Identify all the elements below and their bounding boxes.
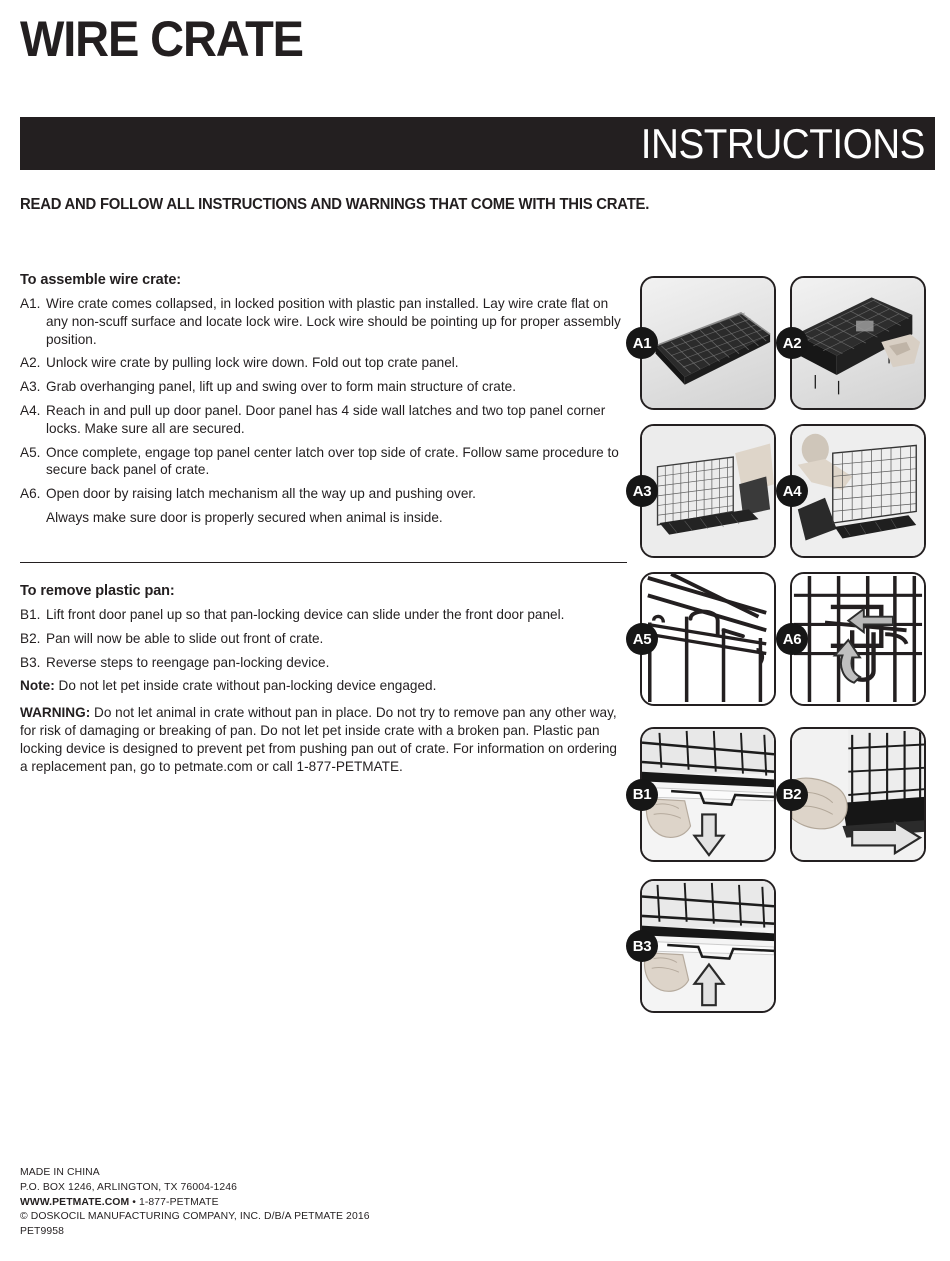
figure-badge: B2 xyxy=(776,778,808,811)
step-label: B2. xyxy=(20,630,41,646)
figure-a5: A5 xyxy=(626,572,776,706)
pan-step: B3. Reverse steps to reengage pan-lockin… xyxy=(20,654,620,672)
figure-badge: B3 xyxy=(626,930,658,962)
door-panel-illustration xyxy=(792,426,924,556)
unlock-crate-illustration xyxy=(795,297,921,395)
step-label: A4. xyxy=(20,402,41,418)
step-text: Open door by raising latch mechanism all… xyxy=(46,486,476,502)
figure-a3-image xyxy=(642,426,774,556)
figure-badge: A5 xyxy=(626,623,658,655)
figure-a4-image xyxy=(792,426,924,556)
instructions-banner: INSTRUCTIONS xyxy=(20,117,935,170)
step-label: B1. xyxy=(20,607,41,622)
figure-a1: A1 xyxy=(626,276,776,410)
step-text: Reach in and pull up door panel. Door pa… xyxy=(46,402,606,436)
section-divider xyxy=(20,562,627,563)
pan-removal-heading: To remove plastic pan: xyxy=(20,583,175,599)
footer: MADE IN CHINA P.O. BOX 1246, ARLINGTON, … xyxy=(20,1166,370,1240)
top-latch-lineart xyxy=(642,574,774,704)
assembly-closing-note: Always make sure door is properly secure… xyxy=(46,509,443,525)
figure-badge: A1 xyxy=(626,327,658,359)
pan-note: Note: Do not let pet inside crate withou… xyxy=(20,677,620,695)
pan-slide-out-illustration xyxy=(792,729,924,860)
figure-a4: A4 xyxy=(776,424,926,558)
step-label: B3. xyxy=(20,654,41,670)
figure-badge: A2 xyxy=(776,327,808,359)
figure-b2-image xyxy=(792,729,924,860)
assembly-step: A6. Open door by raising latch mechanism… xyxy=(20,485,628,503)
figure-b3-image xyxy=(642,881,774,1011)
pan-removal-section: To remove plastic pan: B1. Lift front do… xyxy=(20,583,620,777)
pan-warning-label: WARNING: xyxy=(20,705,91,721)
footer-separator: • xyxy=(129,1196,139,1208)
footer-made-in: MADE IN CHINA xyxy=(20,1167,100,1178)
assembly-step: A2. Unlock wire crate by pulling lock wi… xyxy=(20,354,628,372)
step-label: A6. xyxy=(20,486,41,502)
swing-panel-illustration xyxy=(642,426,774,556)
step-text: Once complete, engage top panel center l… xyxy=(46,444,619,478)
footer-website: WWW.PETMATE.COM xyxy=(20,1196,130,1208)
assembly-heading: To assemble wire crate: xyxy=(20,272,182,288)
figure-badge: A6 xyxy=(776,623,808,655)
figure-b3: B3 xyxy=(626,879,776,1013)
pan-reengage-illustration xyxy=(642,881,774,1011)
footer-contact: WWW.PETMATE.COM • 1-877-PETMATE xyxy=(20,1196,370,1211)
step-label: A1. xyxy=(20,296,41,311)
pan-warning-text: Do not let animal in crate without pan i… xyxy=(20,705,617,775)
step-text: Reverse steps to reengage pan-locking de… xyxy=(46,654,330,670)
step-text: Unlock wire crate by pulling lock wire d… xyxy=(46,355,459,371)
assembly-step: A5. Once complete, engage top panel cent… xyxy=(20,444,628,480)
footer-part-number: PET9958 xyxy=(20,1226,65,1238)
figure-a3: A3 xyxy=(626,424,776,558)
footer-phone: 1-877-PETMATE xyxy=(138,1196,219,1208)
door-latch-lineart xyxy=(792,574,924,704)
assembly-step: A4. Reach in and pull up door panel. Doo… xyxy=(20,402,628,438)
step-text: Wire crate comes collapsed, in locked po… xyxy=(46,296,621,347)
pan-step: B1. Lift front door panel up so that pan… xyxy=(20,606,620,624)
assembly-step: A3. Grab overhanging panel, lift up and … xyxy=(20,378,628,396)
pan-note-text: Do not let pet inside crate without pan-… xyxy=(54,678,437,694)
figure-a5-image xyxy=(642,574,774,704)
step-text: Grab overhanging panel, lift up and swin… xyxy=(46,379,516,395)
figure-b1: B1 xyxy=(626,727,776,862)
instructions-banner-label: INSTRUCTIONS xyxy=(640,119,926,167)
figure-badge: A4 xyxy=(776,475,808,507)
step-label: A5. xyxy=(20,444,41,460)
footer-copyright: © DOSKOCIL MANUFACTURING COMPANY, INC. D… xyxy=(20,1211,370,1223)
assembly-step: A1. Wire crate comes collapsed, in locke… xyxy=(20,295,628,348)
figure-badge: A3 xyxy=(626,475,658,507)
pan-step: B2. Pan will now be able to slide out fr… xyxy=(20,630,620,648)
figure-a6-image xyxy=(792,574,924,704)
pan-lock-release-illustration xyxy=(642,729,774,860)
read-and-follow-notice: READ AND FOLLOW ALL INSTRUCTIONS AND WAR… xyxy=(20,196,650,213)
pan-note-label: Note: xyxy=(20,678,55,694)
footer-address: P.O. BOX 1246, ARLINGTON, TX 76004-1246 xyxy=(20,1181,238,1193)
step-label: A3. xyxy=(20,379,41,395)
step-label: A2. xyxy=(20,355,41,371)
collapsed-crate-illustration xyxy=(655,312,771,385)
figure-a2: A2 xyxy=(776,276,926,410)
page-title: WIRE CRATE xyxy=(20,11,304,67)
pan-warning: WARNING: Do not let animal in crate with… xyxy=(20,704,620,776)
figure-a2-image xyxy=(792,278,924,408)
step-text: Pan will now be able to slide out front … xyxy=(46,630,324,646)
figure-b1-image xyxy=(642,729,774,860)
step-text: Lift front door panel up so that pan-loc… xyxy=(46,607,565,622)
assembly-instructions-section: To assemble wire crate: A1. Wire crate c… xyxy=(20,272,628,533)
figure-a1-image xyxy=(642,278,774,408)
figure-b2: B2 xyxy=(776,727,926,862)
figure-a6: A6 xyxy=(776,572,926,706)
figure-badge: B1 xyxy=(626,778,658,811)
